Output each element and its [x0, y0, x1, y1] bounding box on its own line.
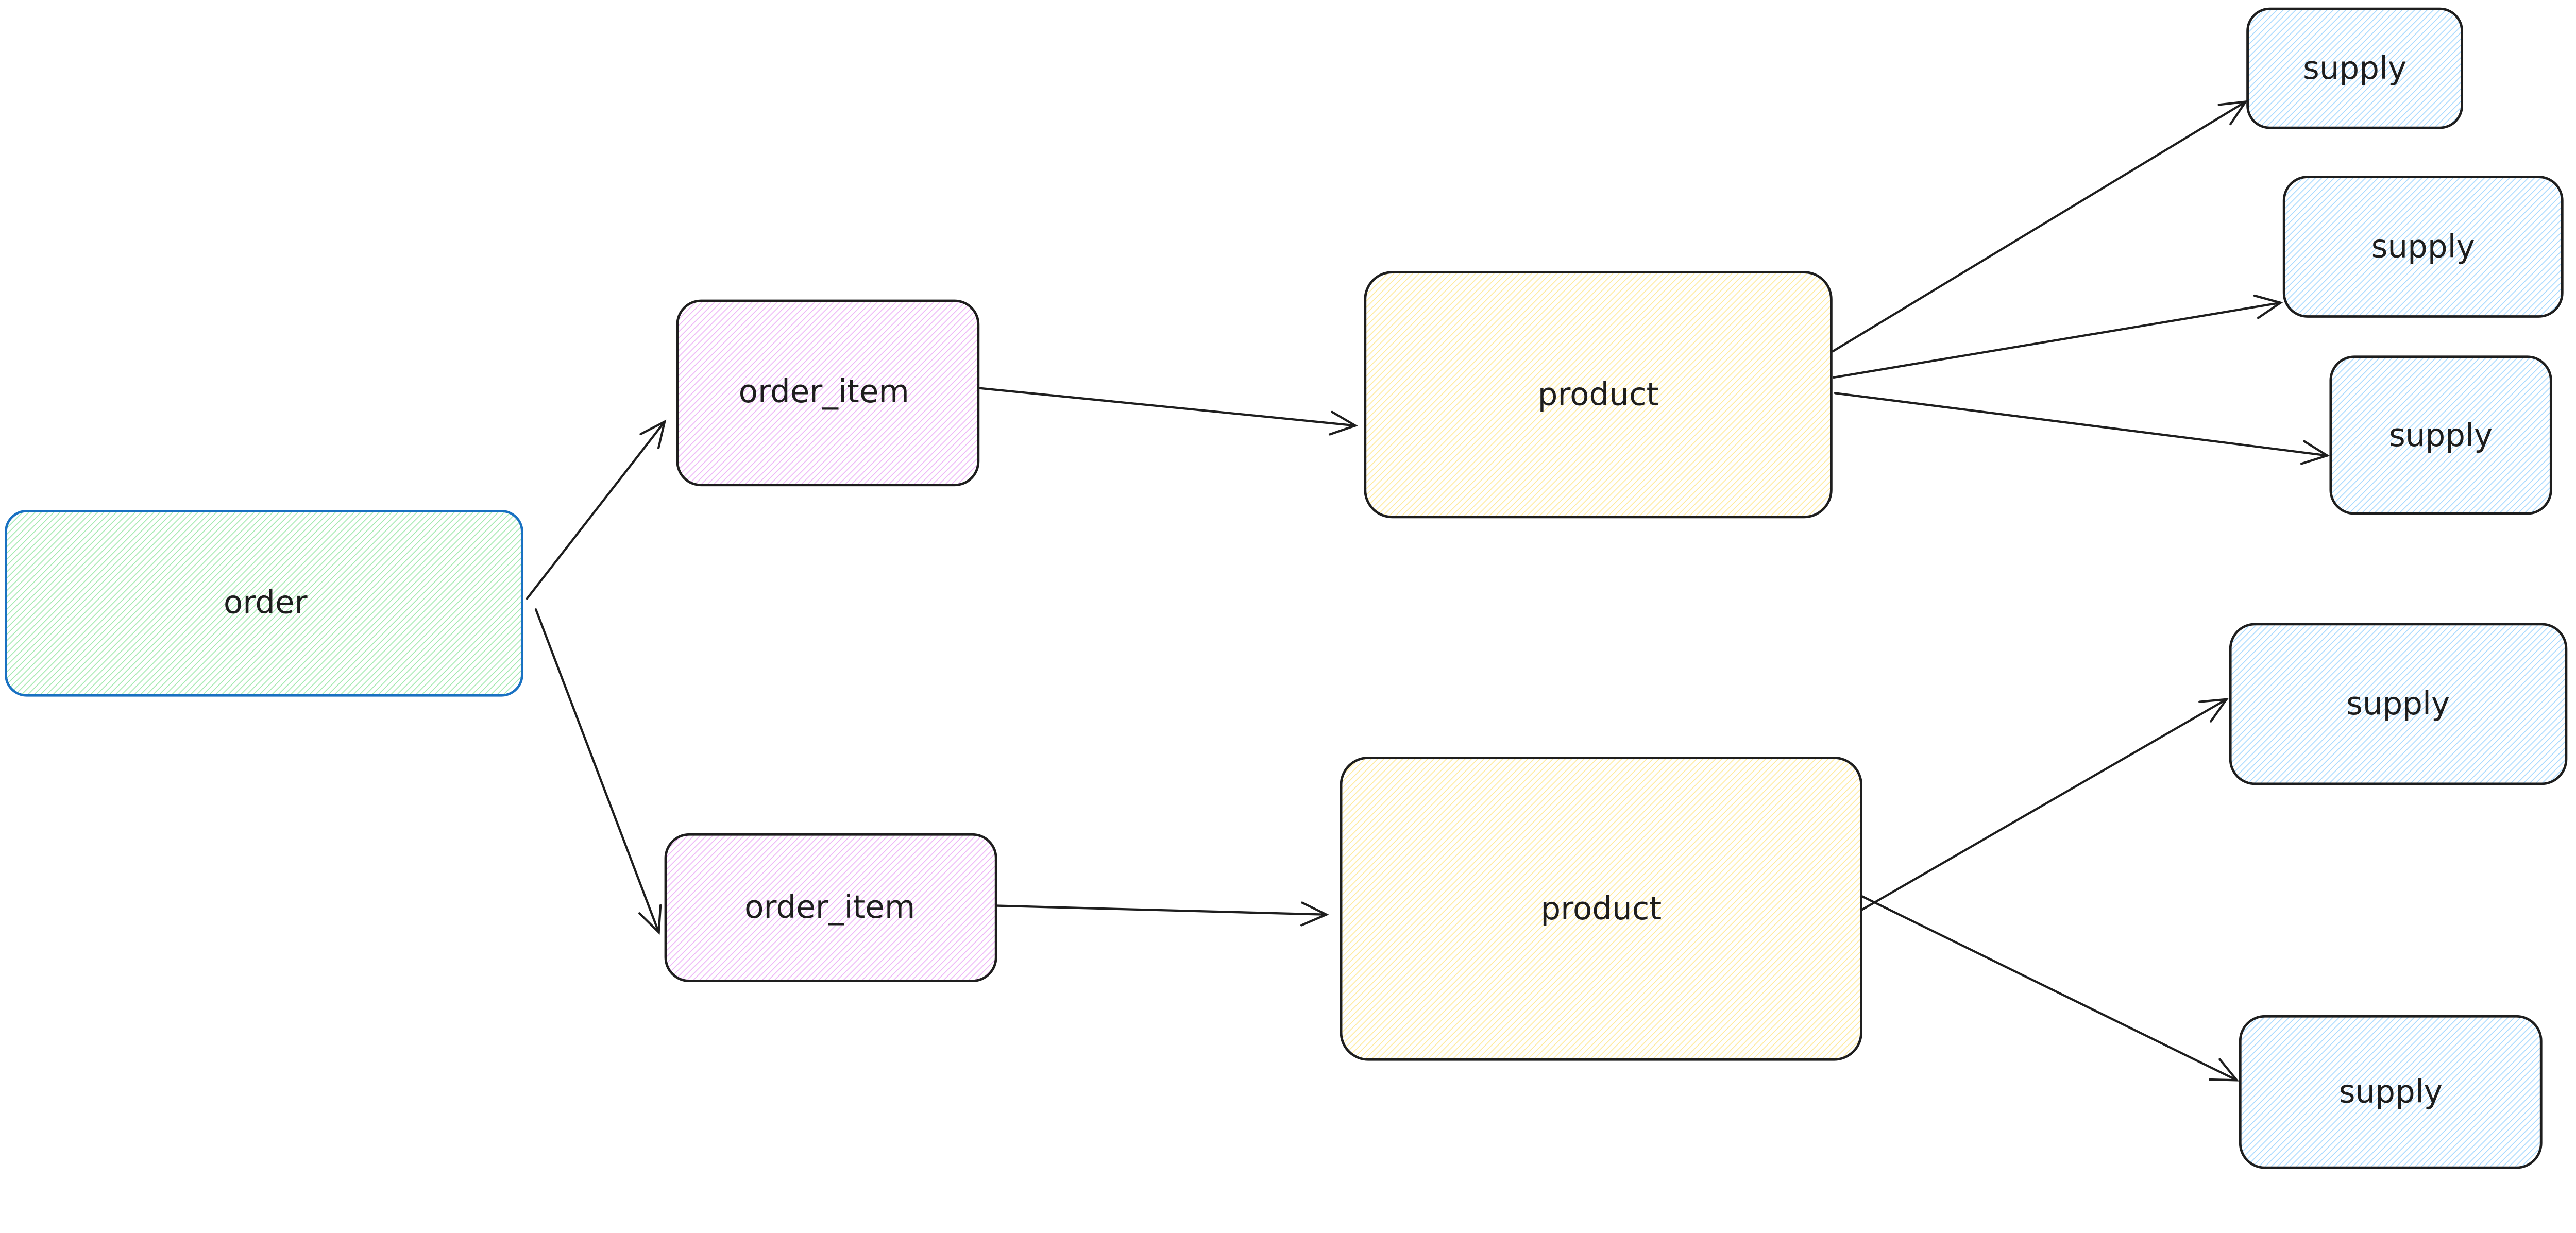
arrow-product-1-to-supply-1[interactable]	[1832, 100, 2248, 353]
supply-3-box[interactable]	[2329, 355, 2552, 515]
diagram-svg: order order_item order_item product prod…	[5, 7, 2568, 1169]
supply-4-label: supply	[2346, 686, 2450, 722]
node-product-2[interactable]: product	[1340, 756, 1862, 1061]
arrow-order-to-order-item-2[interactable]	[534, 608, 662, 935]
diagram-canvas[interactable]: order order_item order_item product prod…	[0, 0, 2576, 1177]
arrow-order-item-1-to-product-1[interactable]	[979, 387, 1358, 436]
product-2-box[interactable]	[1340, 756, 1862, 1061]
supply-2-box[interactable]	[2282, 176, 2564, 318]
arrow-product-2-to-supply-4[interactable]	[1860, 698, 2229, 912]
arrow-order-to-order-item-1[interactable]	[526, 419, 667, 600]
arrow-order-item-2-to-product-2[interactable]	[995, 901, 1329, 927]
supply-5-label: supply	[2339, 1074, 2443, 1110]
order-box[interactable]	[5, 509, 523, 697]
supply-1-box[interactable]	[2246, 7, 2464, 129]
product-1-box[interactable]	[1364, 271, 1833, 519]
product-1-label: product	[1538, 376, 1659, 413]
order-label: order	[224, 584, 308, 621]
arrow-product-2-to-supply-5[interactable]	[1861, 895, 2240, 1082]
node-supply-2[interactable]: supply	[2282, 176, 2564, 318]
supply-3-label: supply	[2389, 417, 2493, 454]
supply-4-box[interactable]	[2229, 623, 2568, 785]
arrow-product-1-to-supply-2[interactable]	[1833, 294, 2283, 379]
supply-5-box[interactable]	[2239, 1015, 2543, 1169]
node-order[interactable]: order	[5, 509, 523, 697]
node-order-item-1[interactable]: order_item	[676, 299, 980, 487]
node-supply-5[interactable]: supply	[2239, 1015, 2543, 1169]
node-product-1[interactable]: product	[1364, 271, 1833, 519]
supply-2-label: supply	[2371, 229, 2475, 265]
arrows-layer	[526, 100, 2330, 1082]
arrow-product-1-to-supply-3[interactable]	[1834, 392, 2330, 465]
product-2-label: product	[1540, 890, 1662, 927]
order-item-2-label: order_item	[744, 889, 915, 926]
node-supply-3[interactable]: supply	[2329, 355, 2552, 515]
node-order-item-2[interactable]: order_item	[664, 833, 997, 982]
order-item-1-box[interactable]	[676, 299, 980, 487]
order-item-2-box[interactable]	[664, 833, 997, 982]
node-supply-1[interactable]: supply	[2246, 7, 2464, 129]
order-item-1-label: order_item	[739, 373, 909, 410]
supply-1-label: supply	[2303, 50, 2406, 87]
node-supply-4[interactable]: supply	[2229, 623, 2568, 785]
